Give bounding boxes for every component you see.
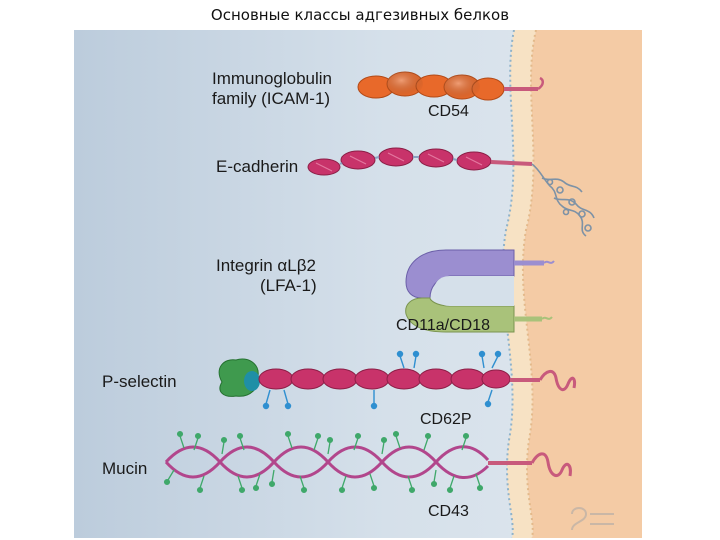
p-selectin-molecule: P-selectin CD62P [102,350,576,428]
integrin-beta-chain [405,297,515,333]
icam1-label-line2: family (ICAM-1) [212,89,330,108]
integrin-cd-label: CD11a/CD18 [396,317,490,334]
integrin-molecule: Integrin αLβ2 (LFA-1) CD11a/CD18 [216,249,555,334]
selectin-egf-domain [244,371,260,391]
cell-membrane [502,30,536,538]
publisher-mark [571,507,614,531]
mucin-glycans [163,430,484,494]
adhesion-proteins-figure: Immunoglobulin family (ICAM-1) CD54 E-ca… [74,30,642,538]
selectin-cytoplasmic-tail [538,370,576,392]
p-selectin-label: P-selectin [102,372,177,391]
mucin-chain-b [164,445,490,479]
integrin-label-line1: Integrin αLβ2 [216,256,316,275]
slide-title: Основные классы адгезивных белков [210,6,510,24]
selectin-glycans [262,350,502,410]
icam1-cytoplasmic-tail [537,76,544,91]
membrane-outer-edge [501,30,515,538]
selectin-repeat-domains [258,368,511,390]
mucin-cd-label: CD43 [428,503,469,520]
cadherin-domains [307,147,492,176]
e-cadherin-molecule: E-cadherin [216,147,595,237]
cadherin-transmembrane [490,160,533,166]
icam1-label-line1: Immunoglobulin [212,69,332,88]
cytoplasm-region [522,30,642,538]
mucin-molecule: Mucin CD43 [102,430,572,520]
e-cadherin-label: E-cadherin [216,157,298,176]
icam1-ig-domains [357,71,505,101]
icam1-molecule: Immunoglobulin family (ICAM-1) CD54 [212,69,544,120]
integrin-label-line2: (LFA-1) [260,276,317,295]
p-selectin-cd-label: CD62P [420,411,472,428]
icam1-cd-label: CD54 [428,103,469,120]
mucin-cytoplasmic-tail [530,452,572,478]
cadherin-catenin-complex [531,163,595,237]
membrane-inner-edge [521,30,537,538]
mucin-label: Mucin [102,459,147,478]
